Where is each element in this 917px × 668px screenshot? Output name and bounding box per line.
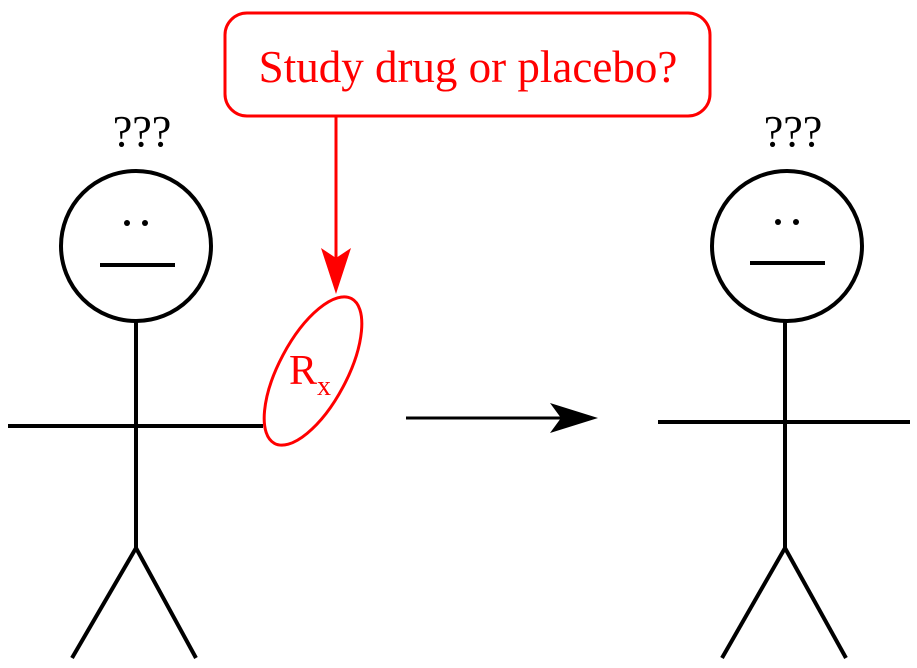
left-person-thought: ??? (113, 107, 172, 156)
left-person-eye-left (124, 220, 130, 226)
pill-outline-icon (262, 295, 364, 447)
right-person-eye-left (775, 219, 781, 225)
right-person-eye-right (793, 219, 799, 225)
right-person-head-icon (710, 169, 864, 323)
pill-label-main: R (289, 348, 317, 394)
left-person-eye-right (142, 220, 148, 226)
left-person-leg-left (70, 546, 138, 660)
callout-box: Study drug or placebo? (223, 11, 712, 118)
callout-pointer-arrow (321, 116, 351, 294)
right-person-leg-right (783, 547, 848, 659)
callout-text: Study drug or placebo? (259, 42, 678, 92)
pill-label-sub: x (317, 371, 331, 402)
right-person-leg-left (720, 547, 787, 659)
left-person: ??? (8, 107, 263, 660)
callout-pointer-head-icon (321, 248, 351, 294)
right-person: ??? (658, 107, 910, 659)
transition-arrow-head-icon (550, 403, 598, 433)
left-person-leg-right (134, 547, 198, 659)
left-person-head-icon (59, 169, 213, 323)
transition-arrow (406, 403, 598, 433)
callout-border (223, 11, 712, 118)
pill-label: Rx (289, 348, 331, 402)
right-person-thought: ??? (764, 107, 823, 156)
rx-pill: Rx (262, 295, 364, 447)
